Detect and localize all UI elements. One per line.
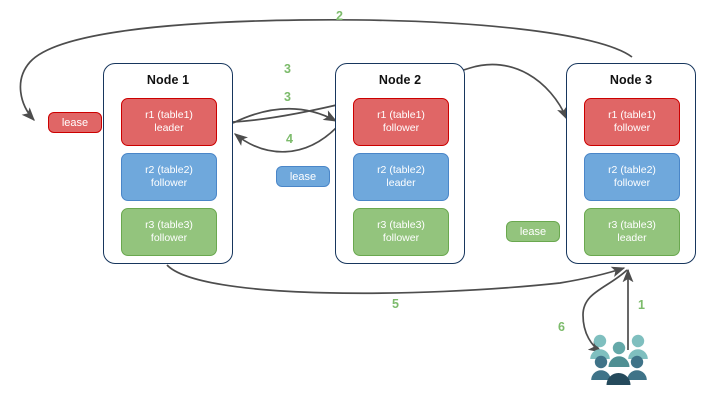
edge-3-lower-path — [232, 108, 338, 124]
replica-name: r3 (table3) — [377, 218, 425, 231]
replica-node2-r3[interactable]: r3 (table3) follower — [353, 208, 449, 256]
edge-label-3-lower: 3 — [284, 90, 291, 104]
node-title-1: Node 1 — [146, 73, 190, 87]
replica-name: r3 (table3) — [608, 218, 656, 231]
replica-node1-r1[interactable]: r1 (table1) leader — [121, 98, 217, 146]
edge-label-2: 2 — [336, 9, 343, 23]
edge-label-4: 4 — [286, 132, 293, 146]
node-title-3: Node 3 — [609, 73, 653, 87]
replica-name: r1 (table1) — [145, 108, 193, 121]
node-box-3[interactable]: Node 3 r1 (table1) follower r2 (table2) … — [566, 63, 696, 264]
edge-5-path — [166, 264, 626, 295]
replica-node1-r2[interactable]: r2 (table2) follower — [121, 153, 217, 201]
replica-role: follower — [382, 122, 420, 134]
replica-node3-r1[interactable]: r1 (table1) follower — [584, 98, 680, 146]
replica-node2-r2[interactable]: r2 (table2) leader — [353, 153, 449, 201]
replica-node2-r1[interactable]: r1 (table1) follower — [353, 98, 449, 146]
lease-badge-red[interactable]: lease — [48, 112, 102, 133]
lease-label: lease — [519, 225, 547, 238]
replica-name: r2 (table2) — [145, 163, 193, 176]
node-title-2: Node 2 — [378, 73, 422, 87]
replica-node3-r3[interactable]: r3 (table3) leader — [584, 208, 680, 256]
replica-name: r1 (table1) — [377, 108, 425, 121]
replica-role: leader — [386, 177, 416, 189]
replica-name: r2 (table2) — [377, 163, 425, 176]
replica-role: leader — [154, 122, 184, 134]
replica-node1-r3[interactable]: r3 (table3) follower — [121, 208, 217, 256]
replica-role: follower — [382, 232, 420, 244]
node-box-2[interactable]: Node 2 r1 (table1) follower r2 (table2) … — [335, 63, 465, 264]
edge-label-6: 6 — [558, 320, 565, 334]
lease-badge-blue[interactable]: lease — [276, 166, 330, 187]
replica-role: follower — [150, 177, 188, 189]
replica-name: r1 (table1) — [608, 108, 656, 121]
node-box-1[interactable]: Node 1 r1 (table1) leader r2 (table2) fo… — [103, 63, 233, 264]
edge-label-1: 1 — [638, 298, 645, 312]
replica-name: r2 (table2) — [608, 163, 656, 176]
lease-badge-green[interactable]: lease — [506, 221, 560, 242]
replica-node3-r2[interactable]: r2 (table2) follower — [584, 153, 680, 201]
replica-role: follower — [613, 122, 651, 134]
replica-name: r3 (table3) — [145, 218, 193, 231]
replica-role: follower — [150, 232, 188, 244]
edge-label-5: 5 — [392, 297, 399, 311]
lease-label: lease — [289, 170, 317, 183]
replica-role: follower — [613, 177, 651, 189]
edge-label-3-upper: 3 — [284, 62, 291, 76]
lease-label: lease — [61, 116, 89, 129]
replica-role: leader — [617, 232, 647, 244]
users-group-icon — [590, 334, 648, 385]
